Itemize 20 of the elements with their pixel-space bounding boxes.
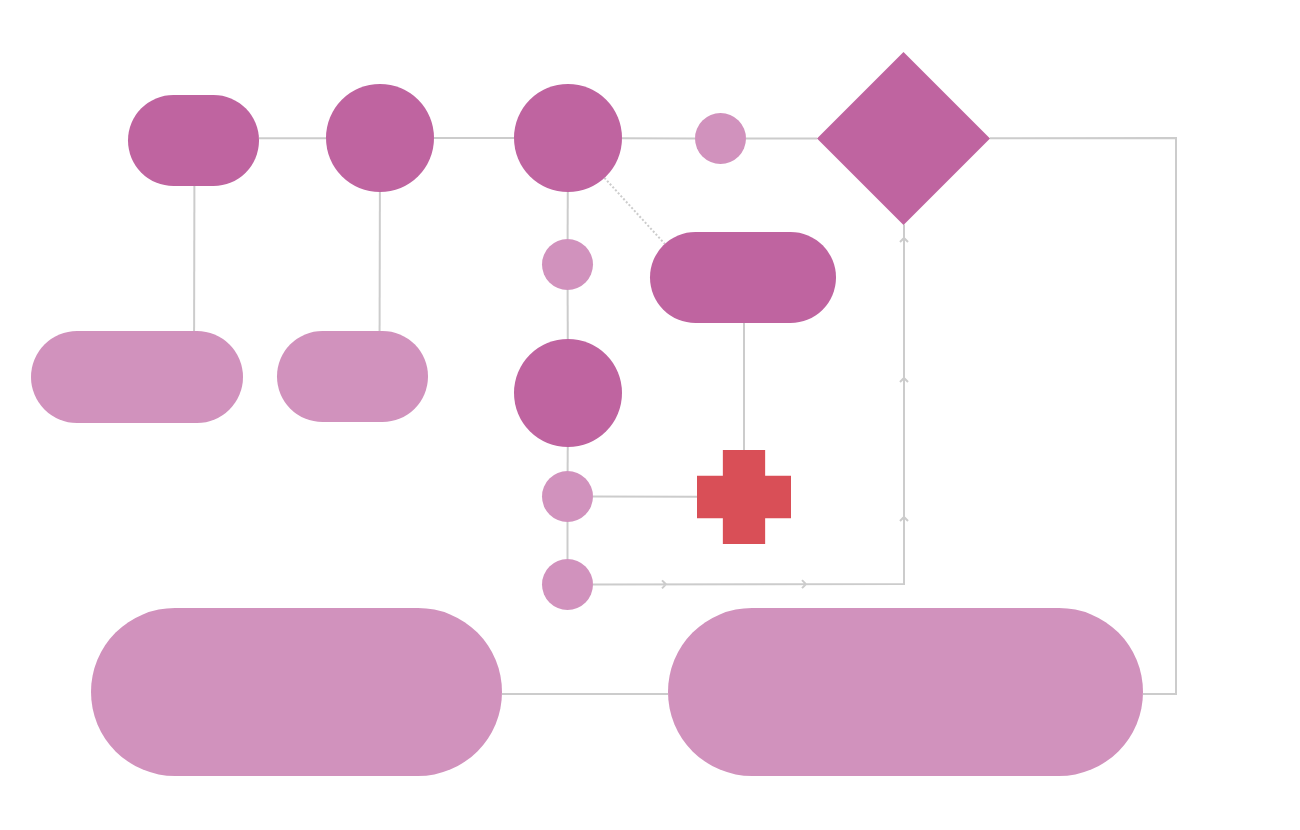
arrow	[592, 223, 909, 590]
connector-line	[257, 137, 327, 140]
connector-line	[743, 322, 745, 451]
connector-line	[621, 137, 696, 140]
circle-node	[695, 113, 746, 164]
connector-line	[988, 137, 1177, 695]
connector-line	[566, 521, 569, 560]
connector-line	[193, 185, 196, 332]
connector-line	[433, 137, 515, 139]
connector-line	[566, 446, 569, 472]
connector-line	[592, 495, 698, 498]
circle-node	[542, 239, 593, 290]
connector-line	[566, 289, 569, 340]
circle-node	[542, 559, 593, 610]
connector-line	[566, 191, 569, 240]
connector-line	[745, 137, 818, 140]
circle-node	[542, 471, 593, 522]
connector-line	[501, 693, 669, 695]
dotted-connector	[603, 176, 666, 245]
connector-line	[378, 191, 381, 332]
